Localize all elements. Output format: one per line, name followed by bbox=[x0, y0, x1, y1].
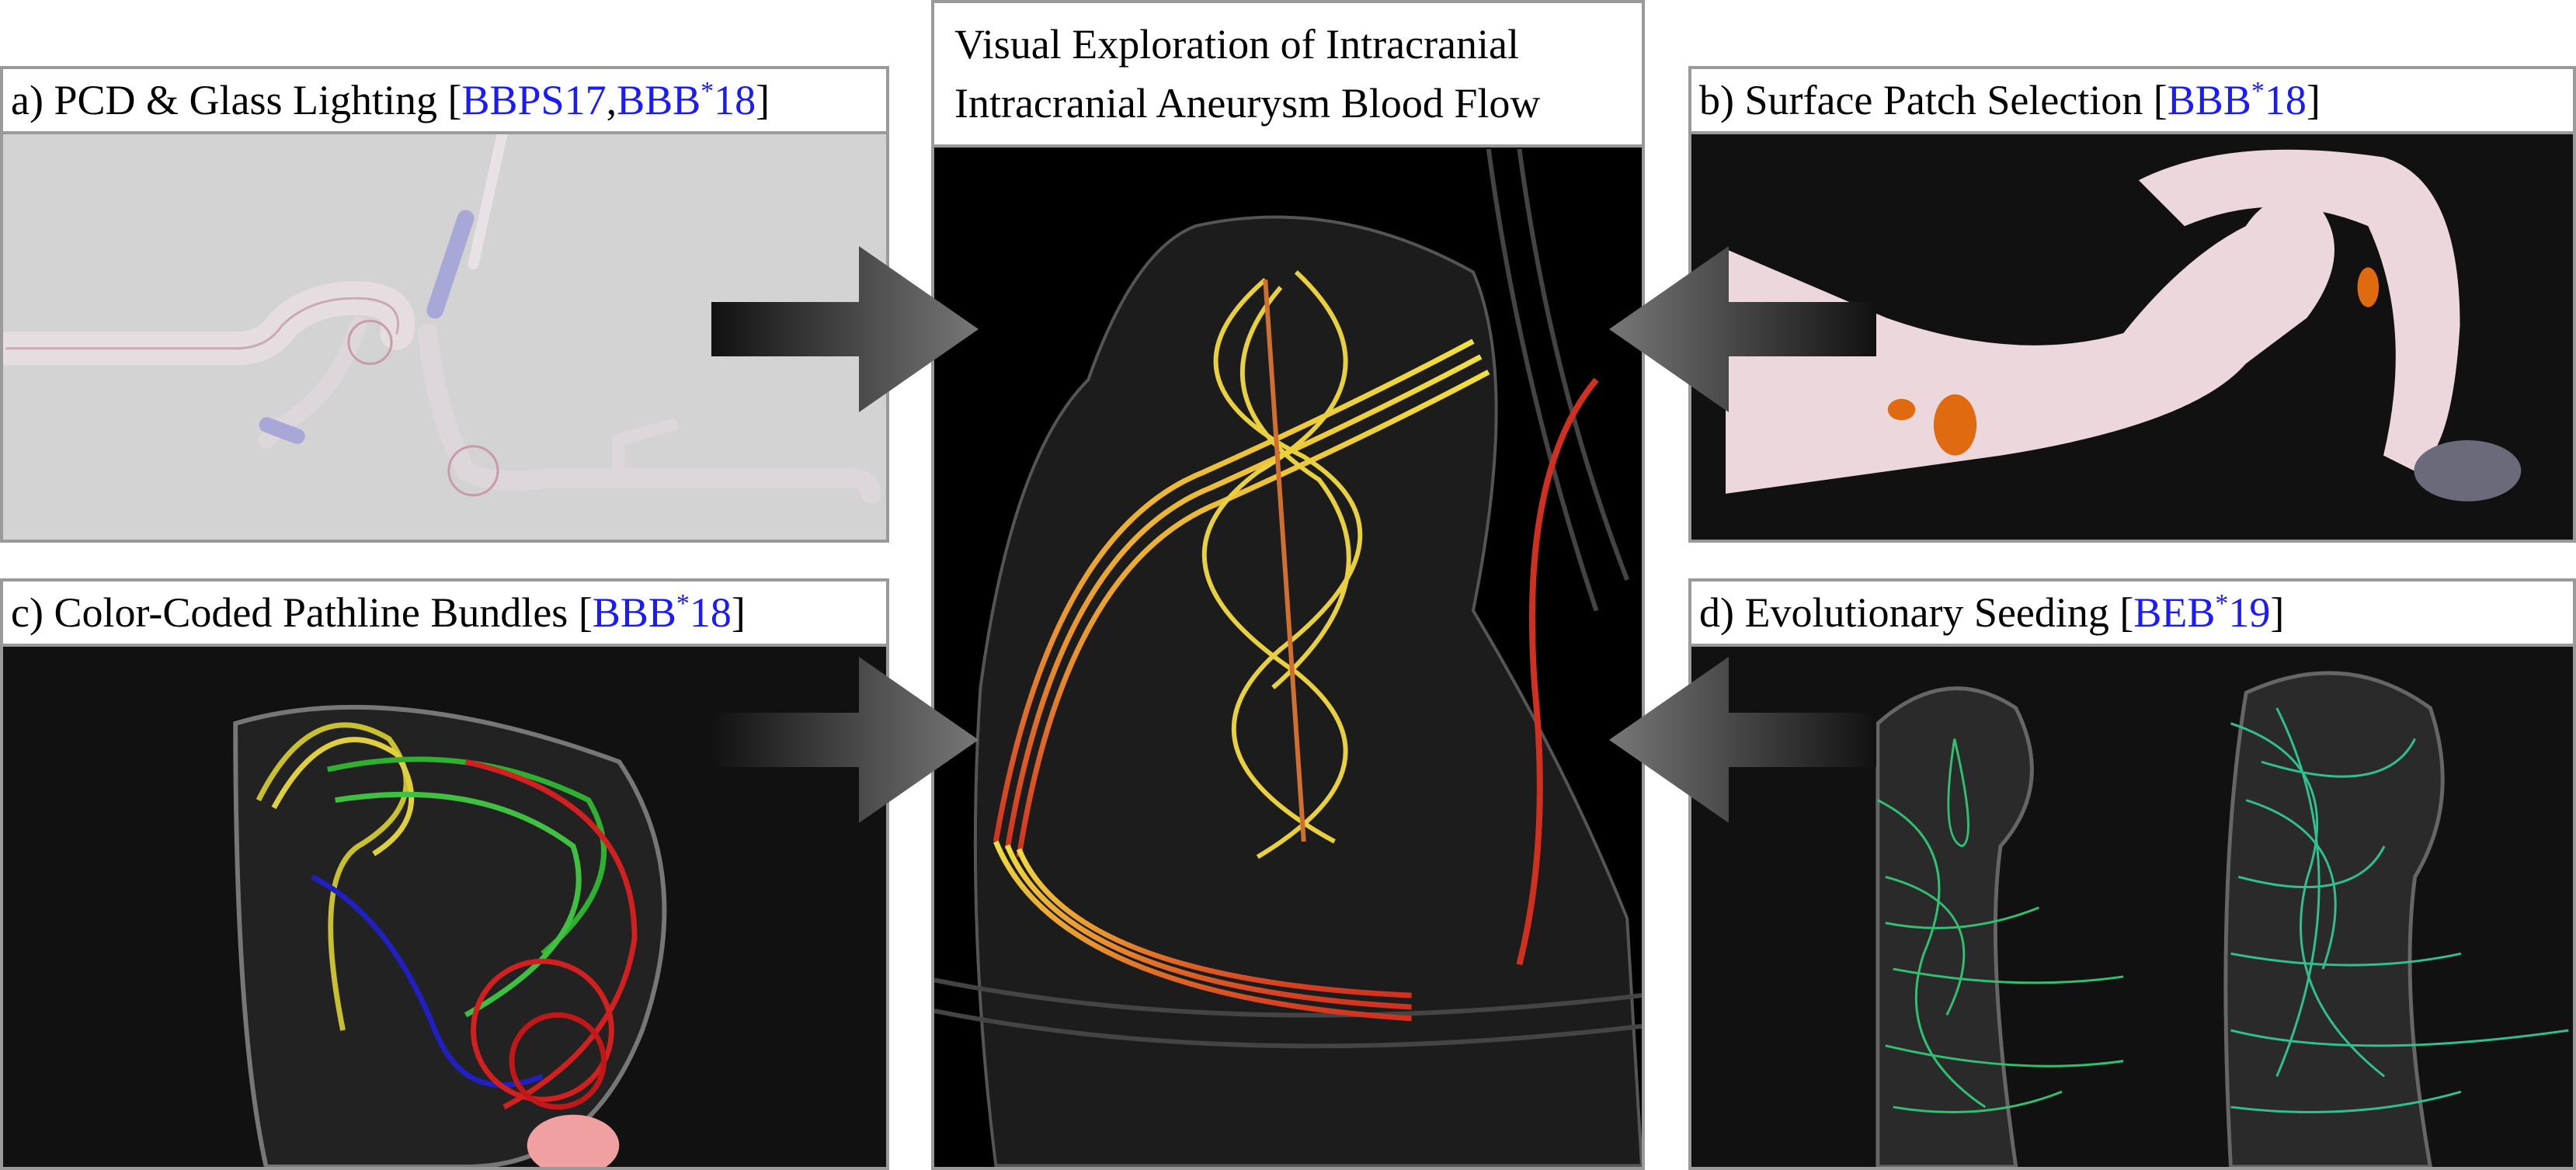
citation-text: BEB bbox=[2133, 589, 2216, 636]
panel-d-title: d) Evolutionary Seeding [BEB*19] bbox=[1688, 578, 2576, 647]
arrow-c-to-center bbox=[711, 657, 979, 823]
citation-beb19[interactable]: BEB*19 bbox=[2133, 588, 2270, 637]
citation-bbb18[interactable]: BBB*18 bbox=[617, 76, 756, 124]
center-image bbox=[931, 144, 1645, 1170]
panel-a-title: a) PCD & Glass Lighting [BBPS17,BBB*18] bbox=[0, 66, 889, 134]
citation-bbps17[interactable]: BBPS17 bbox=[461, 77, 607, 123]
arrow-a-to-center bbox=[711, 246, 979, 412]
citation-star: * bbox=[676, 589, 690, 618]
citation-year: 18 bbox=[2264, 77, 2307, 123]
citation-bbb18[interactable]: BBB*18 bbox=[2168, 76, 2307, 124]
bracket-close: ] bbox=[2306, 77, 2320, 123]
citation-bbb18[interactable]: BBB*18 bbox=[593, 588, 732, 637]
citation-year: 18 bbox=[714, 77, 756, 123]
center-title-line2: Intracranial Aneurysm Blood Flow bbox=[954, 80, 1541, 127]
citation-year: 18 bbox=[689, 589, 732, 636]
panel-a-label: a) PCD & Glass Lighting [ bbox=[11, 77, 462, 123]
arrow-b-to-center bbox=[1609, 246, 1876, 412]
panel-c-title: c) Color-Coded Pathline Bundles [BBB*18] bbox=[0, 578, 889, 647]
glass-vessel-render bbox=[3, 134, 881, 504]
citation-star: * bbox=[2251, 77, 2265, 106]
evolutionary-seeding-render bbox=[1876, 671, 2569, 1167]
citation-text: BBB bbox=[592, 589, 676, 636]
panel-b-label: b) Surface Patch Selection [ bbox=[1699, 77, 2168, 123]
panel-c-label: c) Color-Coded Pathline Bundles [ bbox=[11, 589, 593, 636]
aneurysm-pathline-render bbox=[934, 148, 1642, 1167]
arrow-d-to-center bbox=[1609, 657, 1876, 823]
bracket-close: ] bbox=[756, 77, 770, 123]
center-title-line1: Visual Exploration of Intracranial bbox=[954, 21, 1519, 68]
bracket-close: ] bbox=[731, 589, 746, 636]
citation-text: BBB bbox=[2167, 77, 2251, 123]
center-title: Visual Exploration of Intracranial Intra… bbox=[931, 0, 1645, 148]
citation-star: * bbox=[700, 77, 714, 106]
panel-b-title: b) Surface Patch Selection [BBB*18] bbox=[1688, 66, 2576, 134]
vessel-surface-render bbox=[1726, 149, 2522, 502]
citation-year: 19 bbox=[2228, 589, 2271, 636]
citation-separator: , bbox=[606, 77, 617, 123]
citation-text: BBB bbox=[617, 77, 701, 123]
citation-star: * bbox=[2215, 589, 2229, 618]
panel-d-label: d) Evolutionary Seeding [ bbox=[1699, 589, 2134, 636]
color-coded-bundles-render bbox=[233, 704, 667, 1167]
bracket-close: ] bbox=[2270, 589, 2285, 636]
